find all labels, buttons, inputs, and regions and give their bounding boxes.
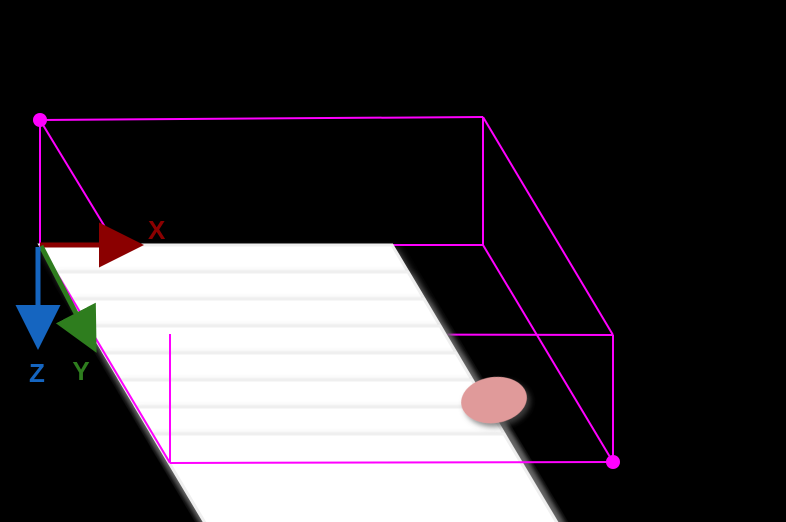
x-axis-label: X [148, 215, 166, 245]
box-edge-depth-top-right [482, 116, 614, 336]
vertex-marker-bottom-front-right [606, 455, 620, 469]
y-axis-label: Y [72, 356, 89, 386]
box-edge-depth-bottom-right [482, 244, 614, 463]
z-axis-label: Z [29, 358, 45, 388]
sheet-layer [149, 432, 559, 522]
box-edge-bottom-front [169, 461, 614, 464]
y-axis-arrow [38, 244, 97, 353]
box-edge-top-back [39, 116, 484, 121]
highlight-ellipse [461, 376, 527, 424]
bounding-box-vertex-markers [33, 113, 620, 469]
sheet-stack [37, 243, 559, 522]
vertex-marker-top-back-left [33, 113, 47, 127]
coordinate-axes [15, 222, 144, 353]
